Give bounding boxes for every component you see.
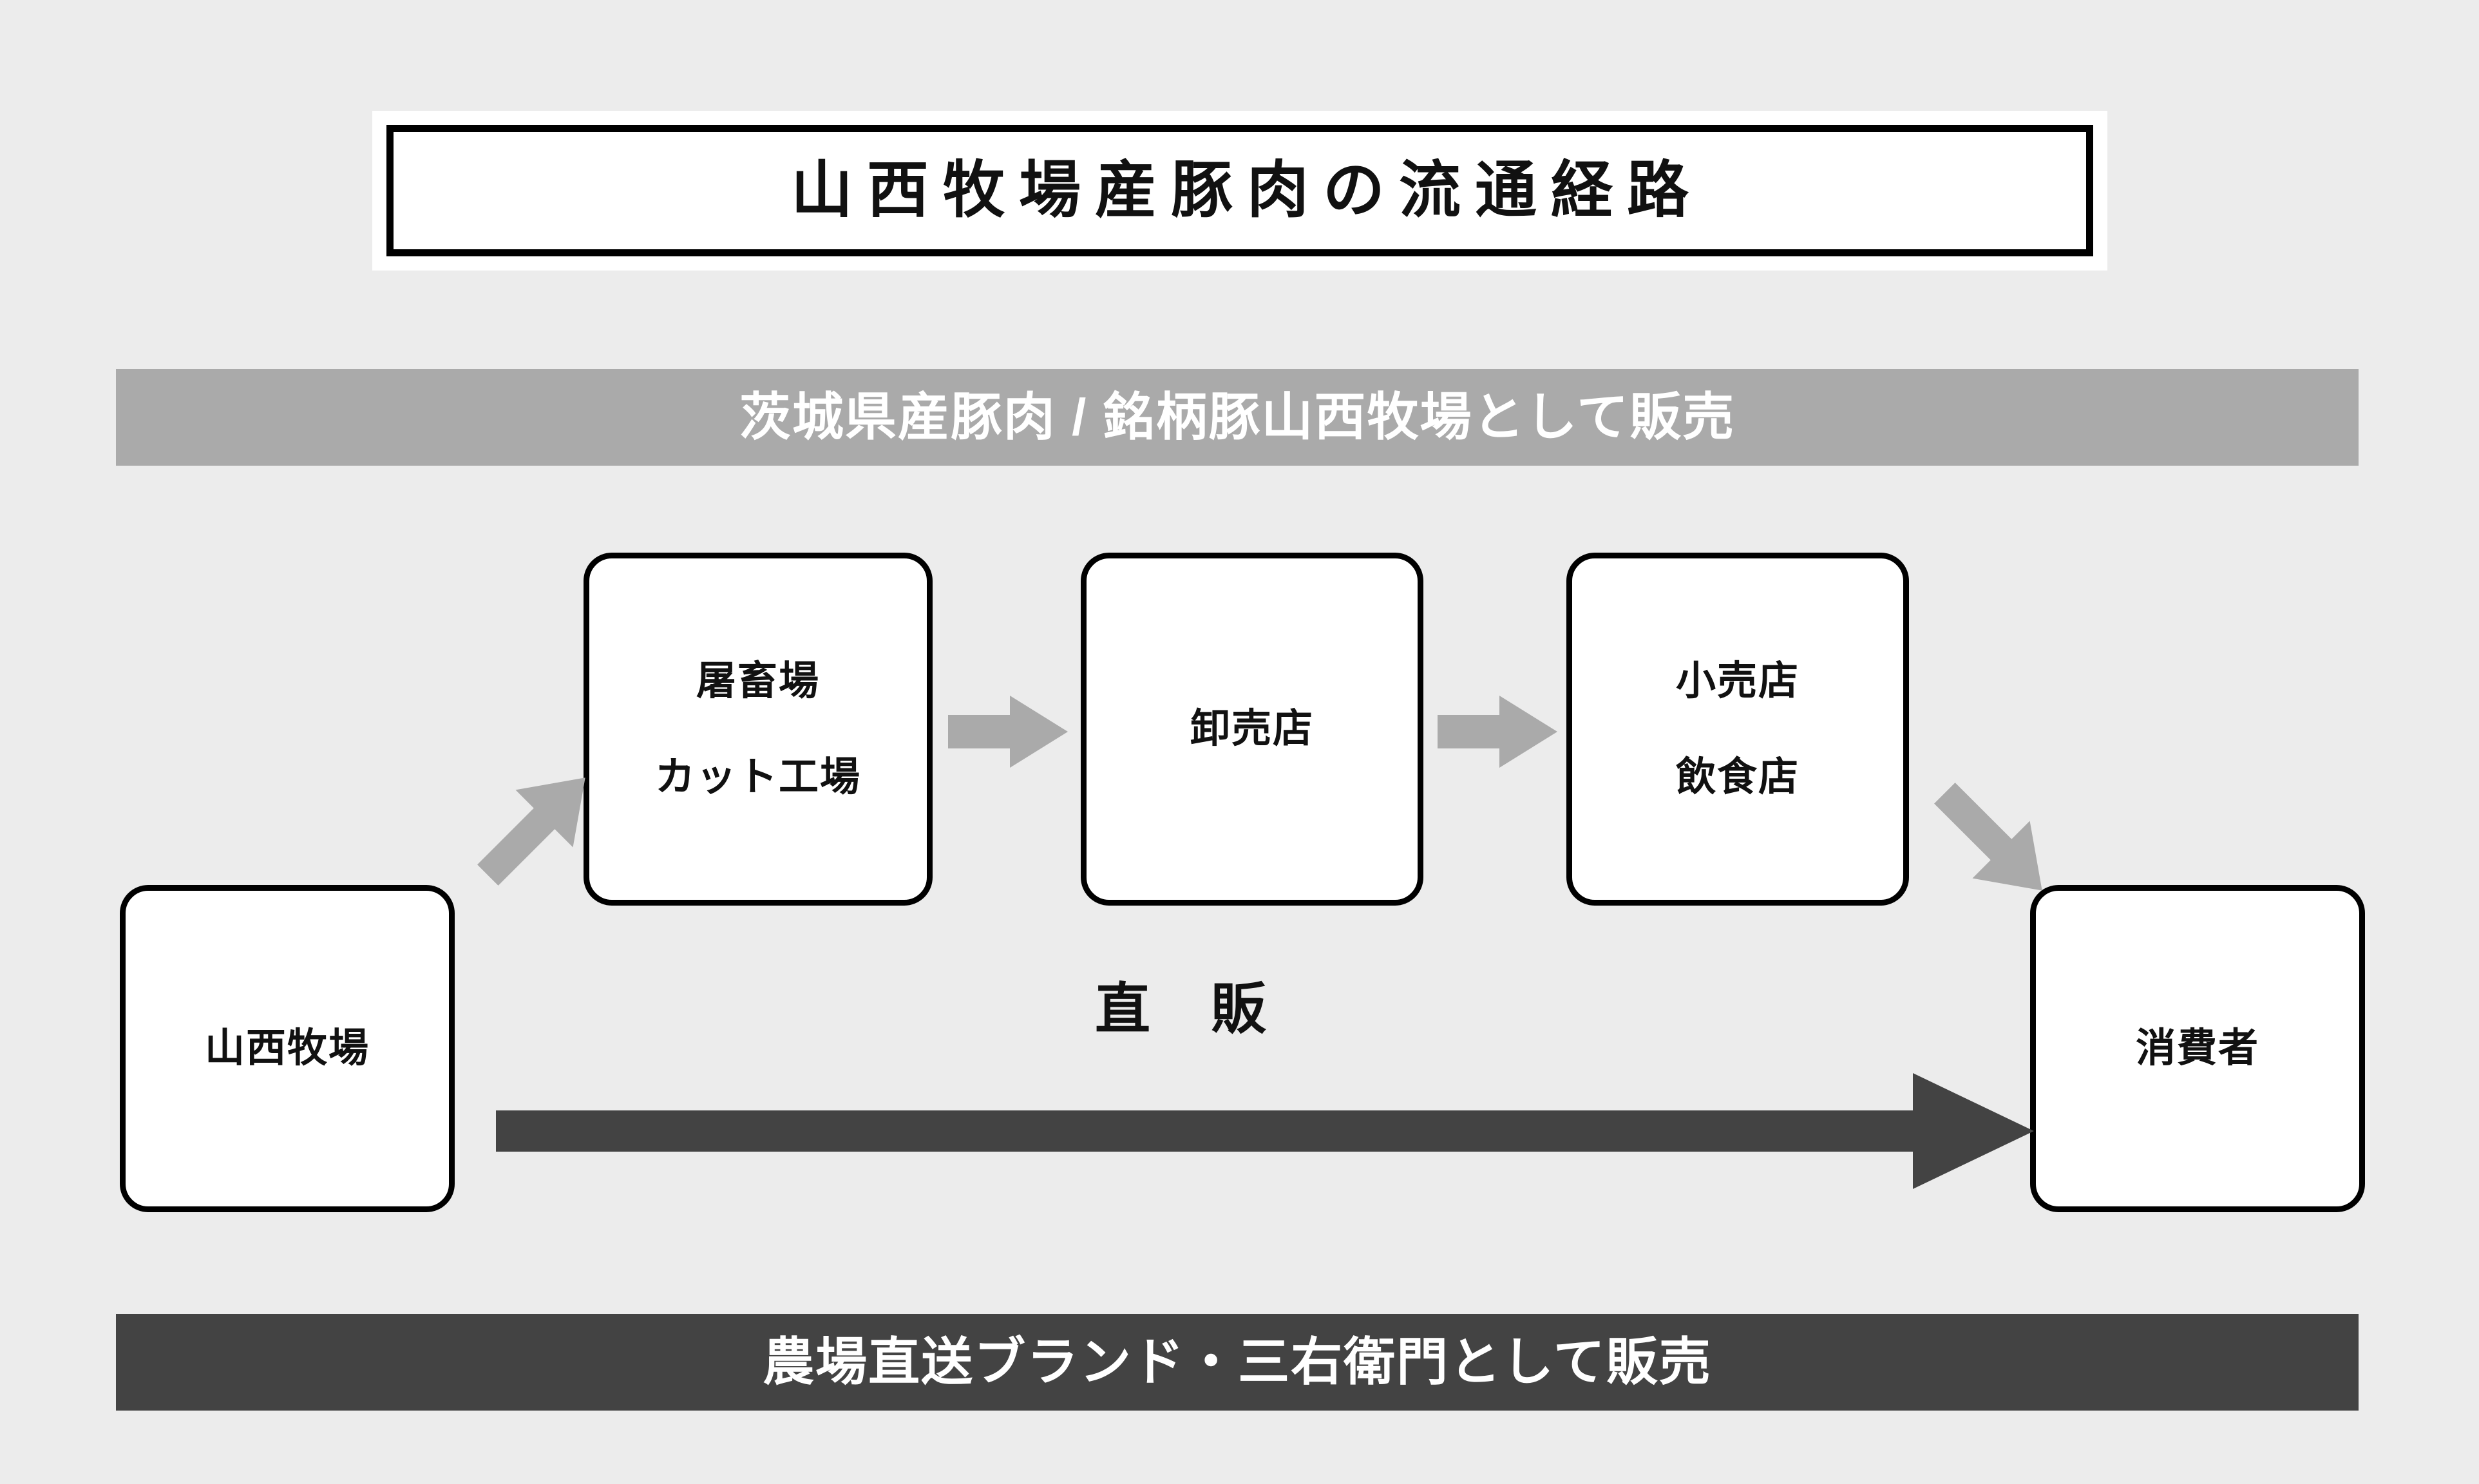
node-retail-line-1: 小売店: [1675, 658, 1800, 703]
arrow-right-icon: [1438, 693, 1560, 770]
node-farm-line-1: 山西牧場: [204, 1026, 370, 1071]
node-wholesaler[interactable]: 卸売店: [1081, 553, 1423, 906]
node-farm[interactable]: 山西牧場: [120, 885, 455, 1212]
page-title: 山西牧場産豚肉の流通経路: [791, 156, 1703, 225]
arrow-up-right-icon: [462, 752, 611, 900]
node-consumer[interactable]: 消費者: [2030, 885, 2365, 1212]
direct-sales-label: 直 販: [1095, 978, 1269, 1040]
node-slaughterhouse-line-2: カット工場: [654, 755, 861, 799]
arrow-down-right-icon: [1919, 768, 2067, 916]
node-wholesaler-line-1: 卸売店: [1190, 707, 1314, 752]
arrow-direct-sales-icon: [496, 1073, 2035, 1189]
node-slaughterhouse[interactable]: 屠畜場 カット工場: [584, 553, 933, 906]
banner-top-label: 茨城県産豚肉 / 銘柄豚山西牧場として販売: [739, 388, 1736, 446]
banner-top-distribution-brand: 茨城県産豚肉 / 銘柄豚山西牧場として販売: [116, 369, 2359, 466]
title-frame: 山西牧場産豚肉の流通経路: [372, 111, 2107, 271]
node-retail-restaurant[interactable]: 小売店 飲食店: [1566, 553, 1909, 906]
node-slaughterhouse-line-1: 屠畜場: [696, 658, 820, 703]
arrow-right-icon: [948, 693, 1070, 770]
banner-bottom-label: 農場直送ブランド・三右衛門として販売: [763, 1333, 1712, 1391]
node-retail-line-2: 飲食店: [1675, 755, 1800, 799]
banner-bottom-direct-brand: 農場直送ブランド・三右衛門として販売: [116, 1314, 2359, 1411]
title-border-box: 山西牧場産豚肉の流通経路: [386, 125, 2093, 256]
node-consumer-line-1: 消費者: [2135, 1026, 2259, 1071]
